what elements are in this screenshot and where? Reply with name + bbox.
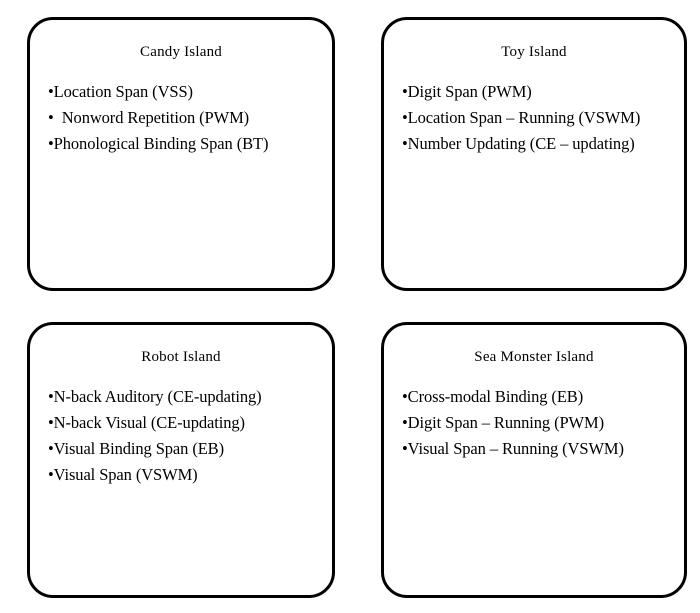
island-item-list-toy-island: •Digit Span (PWM) •Location Span – Runni… [384,79,684,157]
list-item: •N-back Visual (CE-updating) [48,413,245,432]
island-box-sea-monster-island: Sea Monster Island •Cross-modal Binding … [381,322,687,598]
island-title-toy-island: Toy Island [501,44,567,60]
island-box-toy-island: Toy Island •Digit Span (PWM) •Location S… [381,17,687,291]
list-item: •Cross-modal Binding (EB) [402,387,584,406]
list-item: •N-back Auditory (CE-updating) [48,387,262,406]
list-item: •Location Span (VSS) [48,82,193,101]
island-item-list-candy-island: •Location Span (VSS) • Nonword Repetitio… [30,79,332,157]
list-item: •Visual Span – Running (VSWM) [402,439,624,458]
list-item: •Location Span – Running (VSWM) [402,108,641,127]
island-box-candy-island: Candy Island •Location Span (VSS) • Nonw… [27,17,335,291]
list-item: •Phonological Binding Span (BT) [48,134,269,153]
island-item-list-robot-island: •N-back Auditory (CE-updating) •N-back V… [30,384,332,488]
island-title-sea-monster-island: Sea Monster Island [474,349,594,365]
island-item-list-sea-monster-island: •Cross-modal Binding (EB) •Digit Span – … [384,384,684,462]
island-title-robot-island: Robot Island [141,349,221,365]
list-item: •Visual Span (VSWM) [48,465,198,484]
list-item: •Number Updating (CE – updating) [402,134,635,153]
list-item: •Digit Span (PWM) [402,82,532,101]
island-box-robot-island: Robot Island •N-back Auditory (CE-updati… [27,322,335,598]
list-item: •Visual Binding Span (EB) [48,439,224,458]
list-item: • Nonword Repetition (PWM) [48,108,250,127]
list-item: •Digit Span – Running (PWM) [402,413,604,432]
island-title-candy-island: Candy Island [140,44,222,60]
